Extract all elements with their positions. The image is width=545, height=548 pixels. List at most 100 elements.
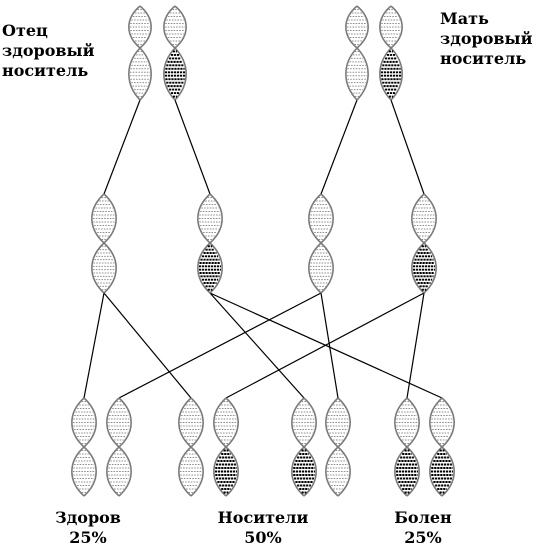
mother-label-line-1: Мать: [440, 9, 489, 28]
sick-outcome-label: Болен 25%: [378, 508, 468, 548]
dna-strand: [128, 5, 141, 49]
dna-strand: [303, 446, 317, 497]
offspring-sick-chr-1: [394, 397, 420, 497]
gamete-mother-mutant-lower-arm-mutant: [411, 242, 437, 294]
gamete-father-normal: [91, 193, 117, 294]
dna-strand: [174, 47, 187, 101]
offspring-sick-chr-2-lower-arm-mutant: [429, 446, 455, 497]
sick-percent: 25%: [404, 528, 442, 547]
father-label-line-1: Отец: [2, 21, 48, 40]
line-father-to-gamete-normal: [103, 99, 141, 195]
dna-strand: [394, 446, 408, 497]
dna-strand: [103, 242, 117, 294]
dna-strand: [163, 5, 176, 49]
dna-strand: [320, 193, 334, 244]
offspring-carrier-a-chr-1: [178, 397, 204, 497]
line-gamete-to-sick-1: [406, 292, 425, 399]
dna-strand: [91, 193, 105, 244]
dna-strand: [308, 242, 322, 294]
dna-strand: [163, 47, 176, 101]
offspring-healthy-chr-1-lower-arm: [71, 446, 97, 497]
dna-strand: [345, 47, 358, 101]
offspring-healthy-chr-1: [71, 397, 97, 497]
offspring-carrier-b-chr-1-upper-arm: [291, 397, 317, 448]
offspring-carrier-b-chr-1-lower-arm-mutant: [291, 446, 317, 497]
mother-label: Мать здоровый носитель: [440, 9, 532, 69]
sick-label-text: Болен: [394, 508, 452, 527]
dna-strand: [308, 193, 322, 244]
dna-strand: [106, 397, 120, 448]
dna-strand: [209, 193, 223, 244]
offspring-sick-chr-1-lower-arm-mutant: [394, 446, 420, 497]
gamete-mother-mutant: [411, 193, 437, 294]
offspring-healthy-chr-2: [106, 397, 132, 497]
dna-strand: [423, 193, 437, 244]
offspring-carrier-b-chr-2-lower-arm: [325, 446, 351, 497]
dna-strand: [429, 397, 443, 448]
line-gamete-to-healthy-2: [118, 292, 322, 399]
mother-chromosome-2: [379, 5, 403, 101]
gamete-father-normal-lower-arm: [91, 242, 117, 294]
gamete-mother-mutant-upper-arm: [411, 193, 437, 244]
dna-strand: [71, 446, 85, 497]
gamete-mother-normal-lower-arm: [308, 242, 334, 294]
healthy-label-text: Здоров: [55, 508, 121, 527]
gamete-mother-normal-upper-arm: [308, 193, 334, 244]
offspring-carrier-b-chr-2: [325, 397, 351, 497]
dna-strand: [325, 397, 339, 448]
dna-strand: [190, 397, 204, 448]
line-father-to-gamete-mutant: [174, 99, 211, 195]
line-gamete-to-healthy-1: [83, 292, 105, 399]
line-gamete-to-carrier-a-2: [225, 292, 425, 399]
dna-strand: [441, 446, 455, 497]
dna-strand: [411, 193, 425, 244]
chromosomes: [71, 5, 455, 497]
offspring-sick-chr-2: [429, 397, 455, 497]
carrier-label-text: Носители: [217, 508, 309, 527]
dna-strand: [337, 446, 351, 497]
dna-strand: [325, 446, 339, 497]
dna-strand: [91, 242, 105, 294]
carrier-outcome-label: Носители 50%: [203, 508, 323, 548]
offspring-carrier-a-chr-2-lower-arm-mutant: [213, 446, 239, 497]
offspring-sick-chr-2-upper-arm: [429, 397, 455, 448]
healthy-outcome-label: Здоров 25%: [38, 508, 138, 548]
father-chromosome-2: [163, 5, 187, 101]
father-chromosome-1: [128, 5, 152, 101]
dna-strand: [197, 242, 211, 294]
mother-chromosome-1: [345, 5, 369, 101]
dna-strand: [190, 446, 204, 497]
dna-strand: [406, 397, 420, 448]
father-chromosome-2-lower-arm-mutant: [163, 47, 187, 101]
carrier-percent: 50%: [244, 528, 282, 547]
father-label-line-2: здоровый: [2, 41, 95, 60]
dna-strand: [106, 446, 120, 497]
mother-chromosome-1-upper-arm: [345, 5, 369, 49]
dna-strand: [225, 446, 239, 497]
offspring-carrier-a-chr-2: [213, 397, 239, 497]
gamete-father-mutant: [197, 193, 223, 294]
dna-strand: [394, 397, 408, 448]
gamete-mother-normal: [308, 193, 334, 294]
dna-strand: [103, 193, 117, 244]
dna-strand: [356, 47, 369, 101]
dna-strand: [213, 397, 227, 448]
dna-strand: [128, 47, 141, 101]
offspring-healthy-chr-1-upper-arm: [71, 397, 97, 448]
dna-strand: [291, 446, 305, 497]
mother-label-line-2: здоровый: [440, 29, 533, 48]
dna-strand: [118, 397, 132, 448]
father-label-line-3: носитель: [2, 61, 89, 80]
offspring-carrier-b-chr-1: [291, 397, 317, 497]
offspring-carrier-a-chr-2-upper-arm: [213, 397, 239, 448]
mother-chromosome-2-upper-arm: [379, 5, 403, 49]
gamete-father-mutant-lower-arm-mutant: [197, 242, 223, 294]
dna-strand: [83, 446, 97, 497]
dna-strand: [197, 193, 211, 244]
dna-strand: [379, 5, 392, 49]
dna-strand: [379, 47, 392, 101]
dna-strand: [71, 397, 85, 448]
offspring-healthy-chr-2-upper-arm: [106, 397, 132, 448]
gamete-father-normal-upper-arm: [91, 193, 117, 244]
line-gamete-to-carrier-a: [103, 292, 192, 399]
